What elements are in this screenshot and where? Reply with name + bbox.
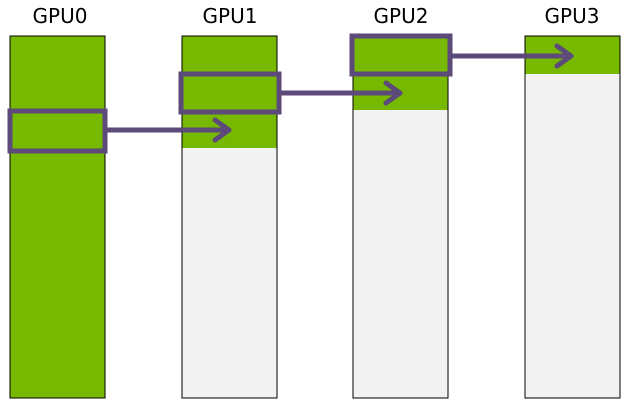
gpu0-column-border [9, 35, 106, 399]
gpu2-label: GPU2 [373, 4, 429, 28]
gpu3-label: GPU3 [544, 4, 600, 28]
gpu1-label: GPU1 [202, 4, 258, 28]
gpu1-column-border [181, 35, 278, 399]
gpu0-filled-region [10, 36, 105, 398]
transfer-arrowhead-1 [383, 80, 403, 106]
gpu0-label: GPU0 [32, 4, 88, 28]
transfer-arrowhead-2 [554, 43, 574, 69]
transfer-arrowhead-0 [212, 117, 232, 143]
gpu3-column-border [524, 35, 621, 399]
gpu3-empty-region [525, 36, 620, 398]
